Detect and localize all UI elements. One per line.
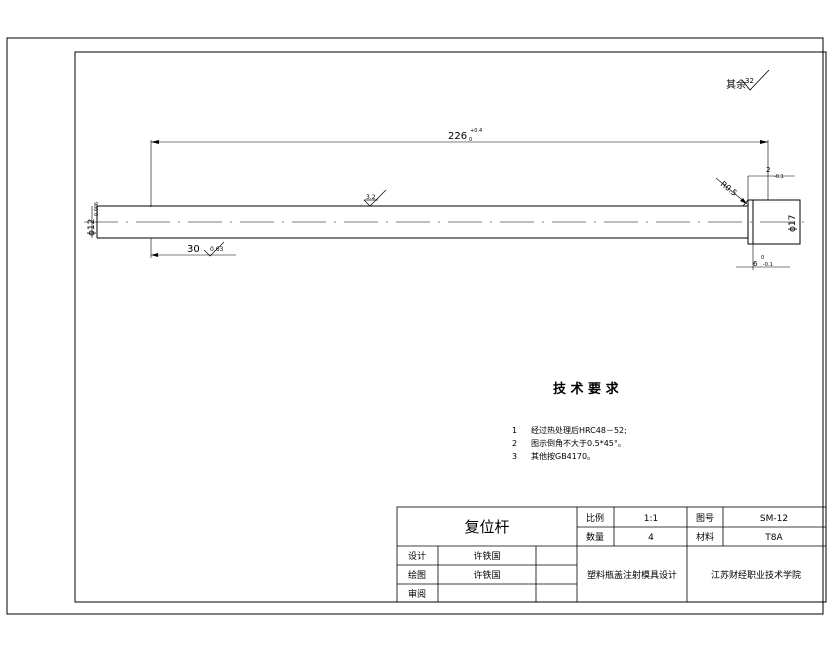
chamfer-value: R0.5	[719, 179, 739, 197]
tech-req-2-num: 2	[512, 439, 517, 448]
part-name: 复位杆	[464, 518, 509, 536]
end-length-value: 30	[187, 244, 200, 255]
project-name: 塑料瓶盖注射模具设计	[587, 569, 677, 581]
head-dia-value: ϕ17	[788, 215, 798, 232]
head-thick-value: 2	[766, 166, 770, 174]
rod-dia-value: ϕ12	[87, 219, 97, 236]
tech-req-1-text: 经过热处理后HRC48－52;	[531, 425, 627, 435]
scale-label: 比例	[586, 512, 604, 524]
head-offset-tol-lower: -0.1	[763, 262, 773, 268]
tech-req-2-text: 图示倒角不大于0.5*45°。	[531, 438, 626, 448]
draw-name: 许铁国	[473, 569, 500, 581]
draw-label: 绘图	[408, 569, 426, 581]
school-name: 江苏财经职业技术学院	[711, 569, 801, 581]
roughness-body-symbol: 3.2	[363, 189, 387, 207]
length-tol-upper: +0.4	[470, 128, 482, 134]
design-label: 设计	[408, 550, 426, 562]
review-label: 审阅	[408, 588, 426, 600]
length-dimension: 226 +0.4 0	[150, 128, 769, 207]
drawing-no-value: SM-12	[760, 514, 788, 524]
roughness-other-label: 其余	[726, 78, 746, 91]
material-value: T8A	[764, 533, 783, 543]
title-block-text: 复位杆 比例 1:1 图号 SM-12 数量 4 材料 T8A 设计 许铁国 绘…	[408, 512, 801, 600]
tech-req-3-text: 其他按GB4170。	[531, 451, 595, 461]
qty-label: 数量	[586, 531, 604, 543]
head-thick-tol: -0.1	[774, 174, 784, 180]
rod-body	[96, 205, 748, 239]
drawing-no-label: 图号	[696, 513, 714, 524]
material-label: 材料	[696, 531, 714, 543]
outer-border	[6, 37, 824, 615]
qty-value: 4	[648, 533, 654, 543]
tech-req-title: 技 术 要 求	[553, 381, 620, 397]
head-offset-tol-upper: 0	[761, 255, 764, 261]
length-tol-lower: 0	[469, 137, 472, 143]
roughness-body-value: 3.2	[366, 194, 376, 201]
head-offset-value: 6	[753, 260, 758, 268]
roughness-end-value: 0.63	[210, 246, 224, 253]
roughness-other-symbol: 其余 32	[726, 69, 770, 91]
head-offset-dimension: 6 0 -0.1	[736, 244, 790, 270]
length-value: 226	[448, 131, 467, 142]
roughness-other-value: 32	[745, 77, 754, 85]
scale-value: 1:1	[644, 514, 658, 524]
head-thick-dimension: 2 -0.1	[747, 166, 795, 200]
tech-requirements: 技 术 要 求 1 经过热处理后HRC48－52; 2 图示倒角不大于0.5*4…	[512, 381, 627, 461]
rod-head	[742, 199, 801, 245]
rod-dia-dimension: ϕ12 -0.006	[87, 202, 100, 238]
tech-req-1-num: 1	[512, 426, 517, 435]
end-length-dimension: 30 0.63	[150, 238, 236, 258]
title-block	[396, 506, 827, 603]
head-dia-dimension: ϕ17	[788, 215, 798, 232]
tech-req-3-num: 3	[512, 452, 517, 461]
chamfer-dimension: R0.5	[715, 177, 748, 205]
rod-dia-tol: -0.006	[94, 202, 100, 218]
design-name: 许铁国	[473, 550, 500, 562]
